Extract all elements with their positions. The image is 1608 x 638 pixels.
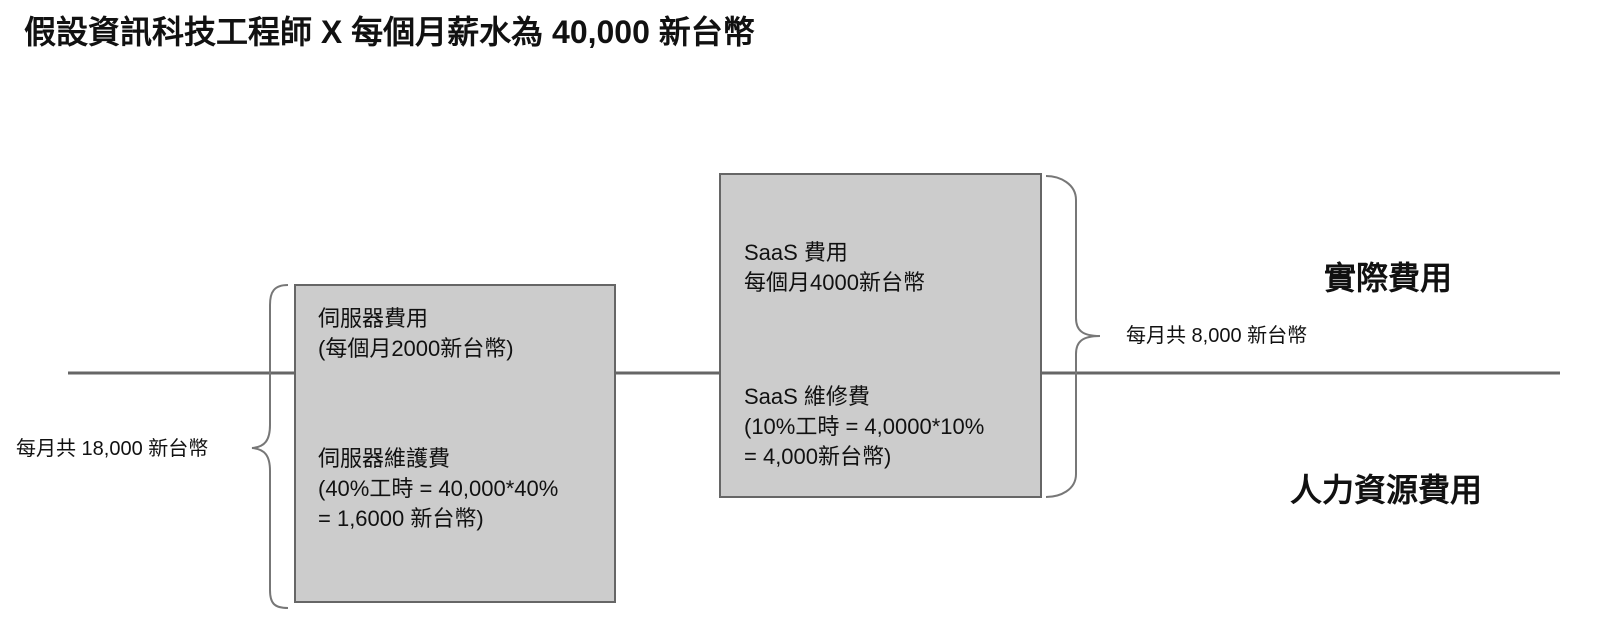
server-cost-amount: (每個月2000新台幣) xyxy=(318,336,514,361)
saas-maintenance-title: SaaS 維修費 xyxy=(744,384,870,409)
server-cost-title: 伺服器費用 xyxy=(318,306,429,331)
right-brace xyxy=(1045,175,1101,498)
actual-cost-label: 實際費用 xyxy=(1324,260,1453,296)
left-total-label: 每月共 18,000 新台幣 xyxy=(16,438,209,460)
right-total-label: 每月共 8,000 新台幣 xyxy=(1126,325,1308,347)
server-maintenance-formula: (40%工時 = 40,000*40% xyxy=(318,476,559,501)
saas-cost-title: SaaS 費用 xyxy=(744,240,848,265)
server-maintenance-text: 伺服器維護費 (40%工時 = 40,000*40% = 1,6000 新台幣) xyxy=(318,444,558,534)
hr-cost-label: 人力資源費用 xyxy=(1290,472,1483,508)
saas-maintenance-formula: (10%工時 = 4,0000*10% xyxy=(744,414,985,439)
server-maintenance-title: 伺服器維護費 xyxy=(318,446,451,471)
saas-cost-amount: 每個月4000新台幣 xyxy=(744,270,925,295)
server-maintenance-result: = 1,6000 新台幣) xyxy=(318,506,484,531)
saas-box xyxy=(719,173,1042,498)
saas-maintenance-result: = 4,000新台幣) xyxy=(744,444,892,469)
left-brace xyxy=(251,284,289,609)
server-cost-text: 伺服器費用 (每個月2000新台幣) xyxy=(318,304,514,364)
page-title: 假設資訊科技工程師 X 每個月薪水為 40,000 新台幣 xyxy=(24,14,755,50)
saas-maintenance-text: SaaS 維修費 (10%工時 = 4,0000*10% = 4,000新台幣) xyxy=(744,382,984,472)
saas-cost-text: SaaS 費用 每個月4000新台幣 xyxy=(744,238,925,298)
server-box xyxy=(294,284,616,603)
